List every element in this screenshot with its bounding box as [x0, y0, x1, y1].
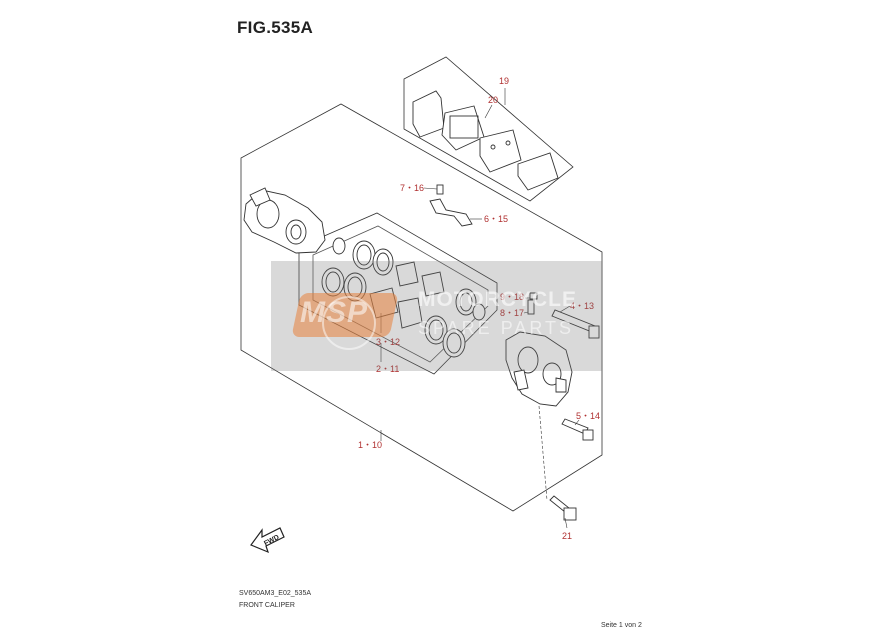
caliper-outer-half: [243, 187, 326, 254]
watermark-line2: SPARE PARTS: [418, 318, 575, 338]
callout-19: 19: [499, 76, 509, 86]
callout-7-16: 7・16: [400, 183, 424, 193]
pad-pin: [551, 309, 600, 339]
watermark-logo-text: MSP: [300, 296, 369, 329]
callout-3-12: 3・12: [376, 337, 400, 347]
pad-spring: [429, 198, 473, 227]
mounting-bolt: [549, 495, 577, 521]
callout-8-17: 8・17: [500, 308, 524, 318]
globe-icon: [322, 296, 376, 350]
caliper-assembly-frame: [240, 103, 603, 512]
callout-5-14: 5・14: [576, 411, 600, 421]
callout-1-10: 1・10: [358, 440, 382, 450]
caliper-inner-half: [505, 331, 573, 407]
figure-title: FIG.535A: [237, 18, 314, 37]
bleeder-screw: [436, 184, 444, 195]
watermark-line1: MOTORCYCLE: [418, 288, 577, 311]
page-number: Seite 1 von 2: [601, 622, 642, 629]
caliper-bolt-small: [561, 418, 594, 441]
forward-arrow-icon: FWD: [250, 527, 285, 554]
figure-name: FRONT CALIPER: [239, 602, 295, 609]
brake-pads: [412, 90, 559, 191]
callout-2-11: 2・11: [376, 364, 399, 374]
callout-4-13: 4・13: [570, 301, 594, 311]
bleeder-valve: [527, 292, 538, 315]
callout-21: 21: [562, 531, 572, 541]
callout-9-18: 9・18: [500, 292, 524, 302]
callout-6-15: 6・15: [484, 214, 508, 224]
callout-20: 20: [488, 95, 498, 105]
brake-pad-kit-frame: [403, 56, 574, 202]
figure-code: SV650AM3_E02_535A: [239, 590, 311, 597]
